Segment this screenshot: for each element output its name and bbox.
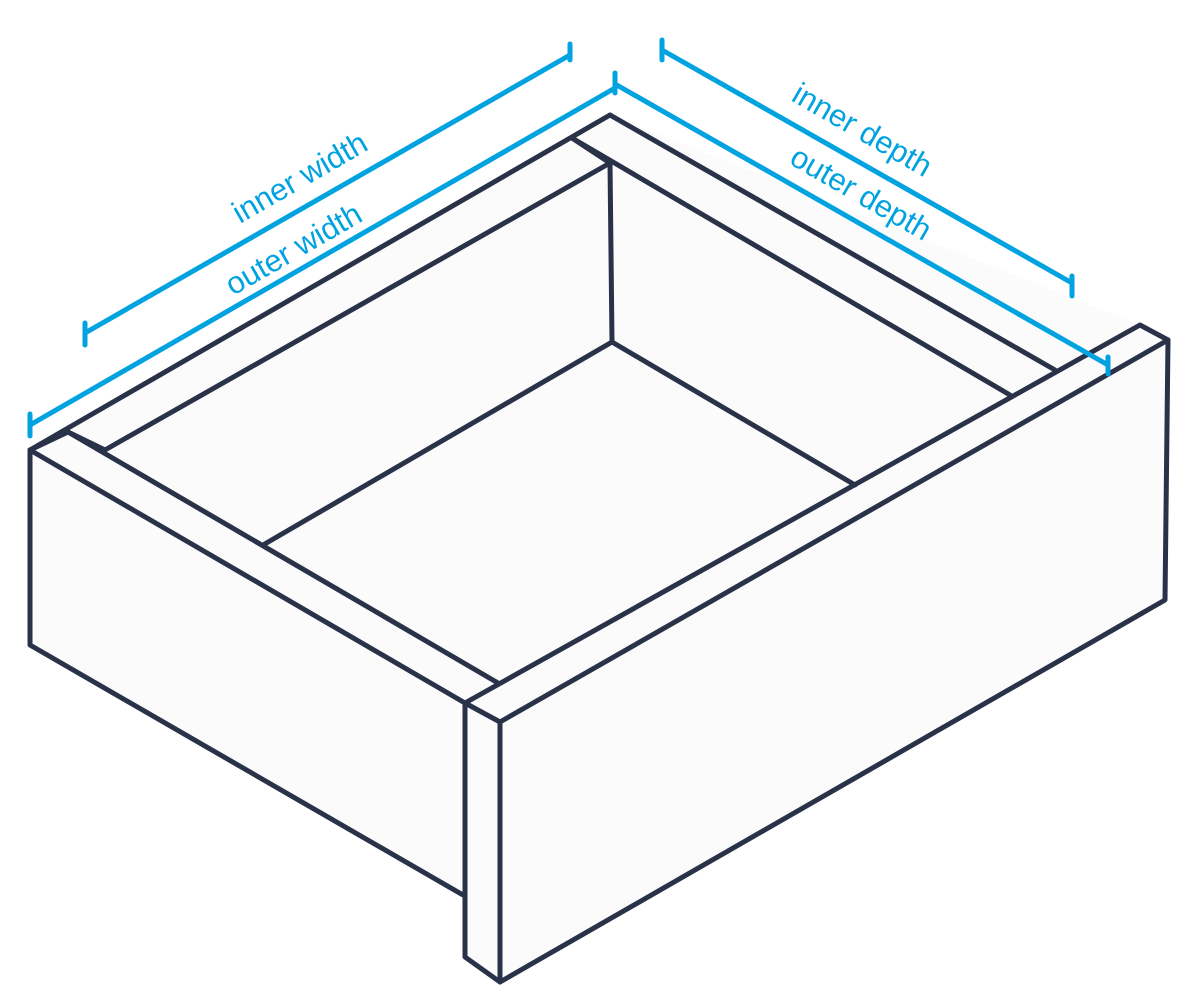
- outer-rim-right: [607, 112, 1058, 373]
- inner-back-corner: [607, 160, 615, 345]
- front-panel-face: [497, 337, 1171, 985]
- left-rim-cap: [27, 429, 71, 453]
- floor-right: [609, 339, 858, 488]
- front-corner-strip: [462, 700, 503, 985]
- inner-rim-back-right: [569, 135, 1013, 398]
- inner-rim-left-cap: [65, 429, 108, 453]
- back-rim-cap: [569, 135, 613, 166]
- inner-rim-back-left: [102, 160, 613, 453]
- left-side-outer-top: [27, 447, 468, 706]
- left-panel-front: [27, 447, 466, 898]
- drawer-outline: [27, 112, 1171, 985]
- floor-left: [260, 339, 615, 548]
- left-side-inner-top: [65, 429, 501, 686]
- outer-rim-left: [27, 112, 613, 453]
